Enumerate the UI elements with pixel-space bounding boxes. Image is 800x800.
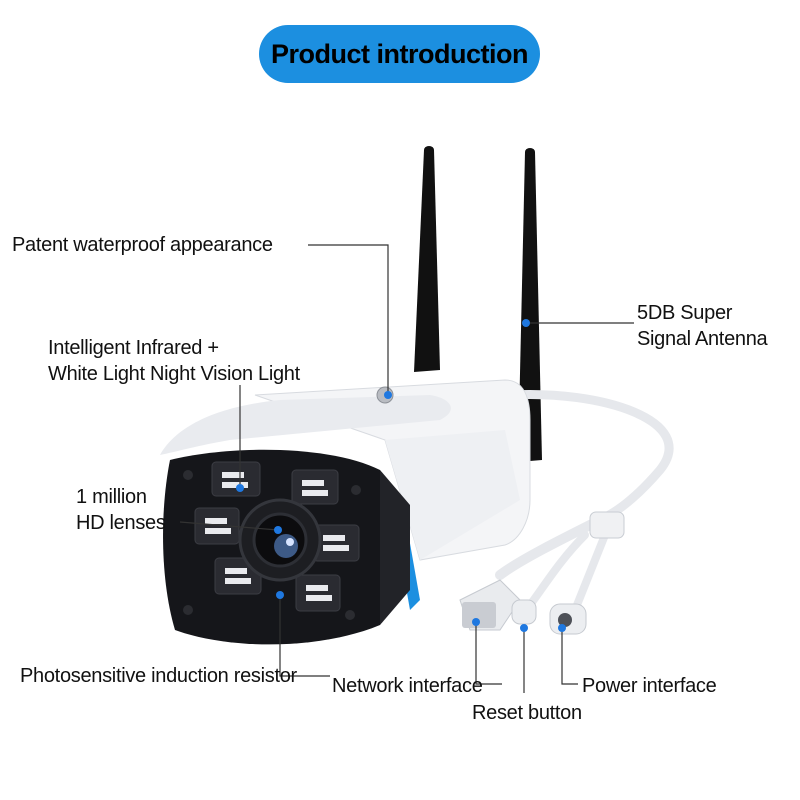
title-text: Product introduction (271, 38, 528, 69)
led-3 (194, 507, 240, 545)
power-connector (549, 603, 587, 635)
label-power: Power interface (582, 675, 717, 697)
dot-antenna (522, 319, 530, 327)
dot-network (472, 618, 480, 626)
led-2 (291, 469, 339, 505)
dot-power (558, 624, 566, 632)
cable-splitter (589, 511, 625, 539)
led-1 (211, 461, 261, 497)
label-network: Network interface (332, 675, 483, 697)
pointer-dots (236, 319, 566, 632)
antenna-left (414, 146, 440, 372)
label-night-vision: Intelligent Infrared + White Light Night… (48, 337, 300, 385)
front-screws (183, 470, 361, 620)
leader-lines (179, 244, 634, 693)
title-banner: Product introduction (259, 25, 540, 83)
dot-reset (520, 624, 528, 632)
network-connector (459, 579, 521, 631)
cable (495, 389, 674, 614)
dot-waterproof (384, 391, 392, 399)
led-6 (295, 574, 341, 612)
camera-lens (238, 498, 322, 582)
antenna-right (518, 148, 542, 462)
dot-photosensor (276, 591, 284, 599)
label-antenna: 5DB Super Signal Antenna (637, 302, 768, 350)
reset-connector (511, 599, 537, 625)
dot-lens (274, 526, 282, 534)
label-reset: Reset button (472, 702, 582, 724)
label-lens: 1 million HD lenses (76, 486, 166, 534)
label-photosensor: Photosensitive induction resistor (20, 665, 297, 687)
label-waterproof: Patent waterproof appearance (12, 234, 273, 256)
dot-night-vision (236, 484, 244, 492)
